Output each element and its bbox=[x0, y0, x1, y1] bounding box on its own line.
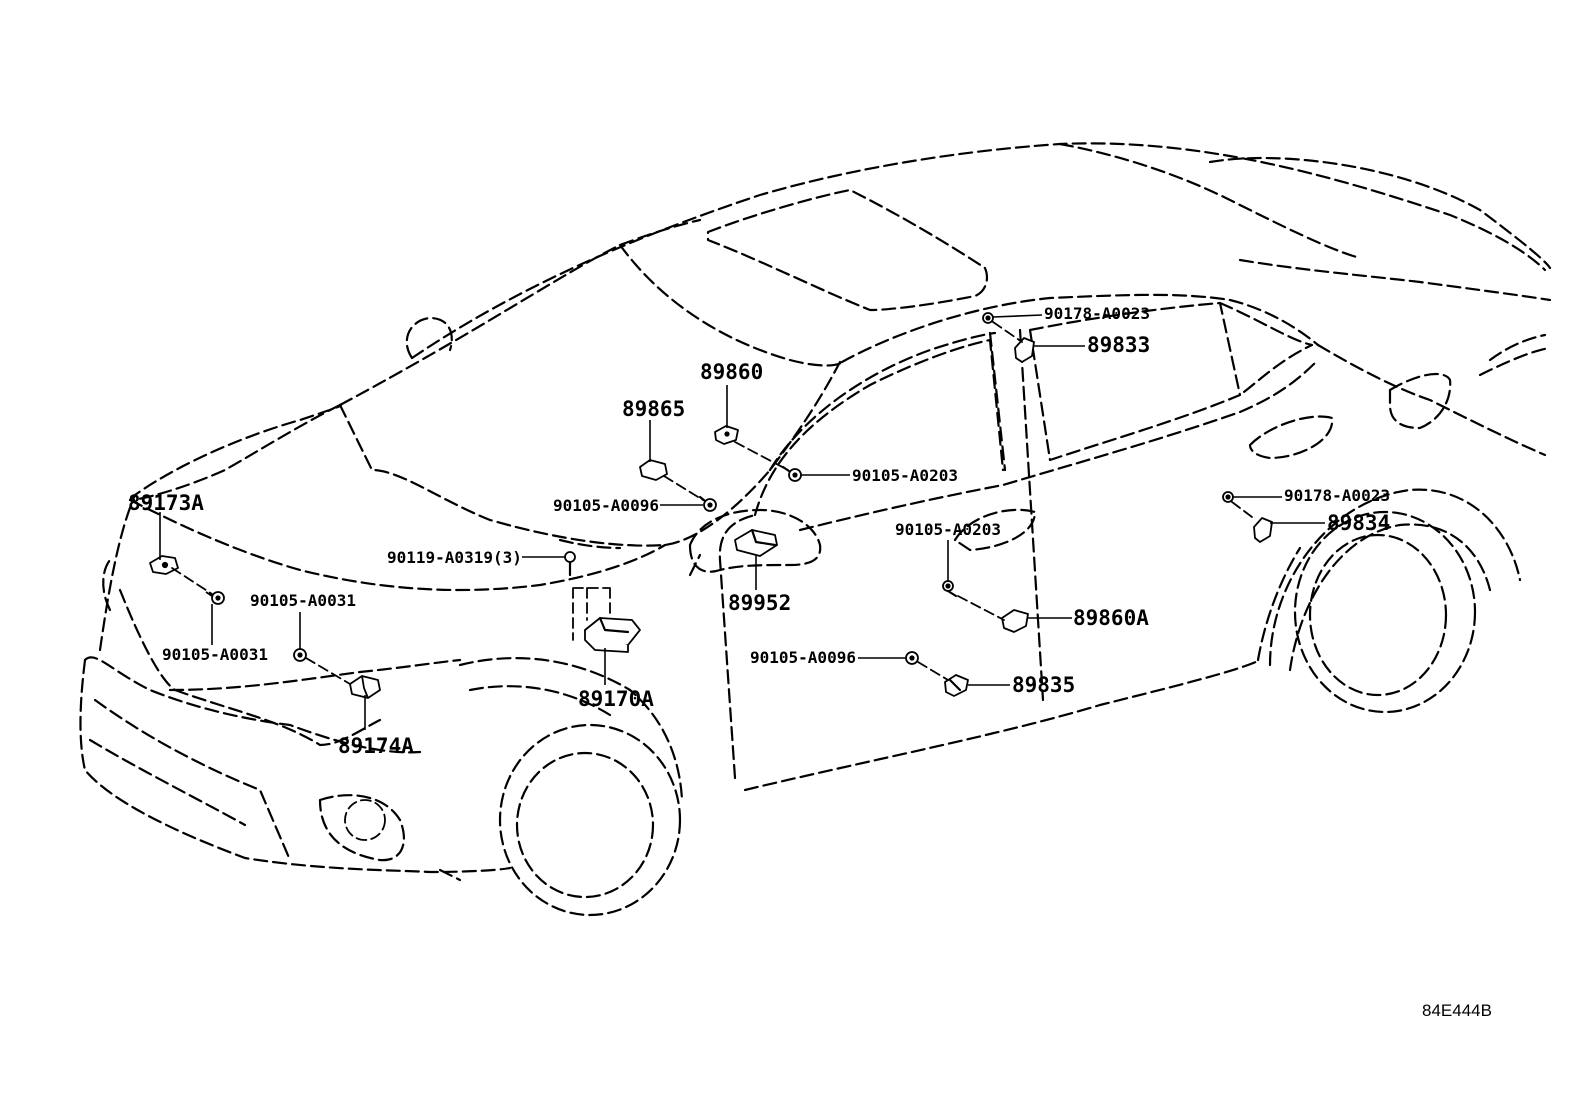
label-90119-A0319: 90119-A0319(3) bbox=[387, 548, 522, 567]
part-labels: 89173A 90105-A0031 90105-A0031 89174A 90… bbox=[128, 304, 1390, 758]
label-90105-A0096-upper: 90105-A0096 bbox=[553, 496, 659, 515]
label-89860A: 89860A bbox=[1073, 606, 1149, 630]
label-89834: 89834 bbox=[1327, 511, 1390, 535]
label-89833: 89833 bbox=[1087, 333, 1150, 357]
part-89865 bbox=[639, 459, 668, 481]
part-89174A bbox=[349, 675, 381, 699]
label-90178-A0023-lower: 90178-A0023 bbox=[1284, 486, 1390, 505]
label-90105-A0096-lower: 90105-A0096 bbox=[750, 648, 856, 667]
part-90105-A0031-lower bbox=[293, 648, 307, 662]
part-90105-A0203-upper bbox=[781, 465, 802, 482]
label-89952: 89952 bbox=[728, 591, 791, 615]
label-90178-A0023-upper: 90178-A0023 bbox=[1044, 304, 1150, 323]
part-90105-A0096-lower bbox=[905, 651, 919, 665]
leader-lines bbox=[159, 314, 1325, 730]
label-90105-A0031-upper: 90105-A0031 bbox=[250, 591, 356, 610]
part-89170A bbox=[572, 587, 641, 653]
part-90105-A0096-upper bbox=[698, 495, 717, 512]
label-89173A: 89173A bbox=[128, 491, 204, 515]
label-90105-A0031-lower: 90105-A0031 bbox=[162, 645, 268, 664]
label-89835: 89835 bbox=[1012, 673, 1075, 697]
illustration-code: 84E444B bbox=[1422, 1001, 1492, 1020]
part-90105-A0203-lower bbox=[942, 580, 958, 598]
label-89865: 89865 bbox=[622, 397, 685, 421]
parts bbox=[149, 312, 1273, 699]
part-90178-A0023-lower bbox=[1222, 491, 1234, 503]
part-89952 bbox=[734, 528, 778, 557]
part-89833 bbox=[1014, 337, 1035, 363]
part-89834 bbox=[1253, 517, 1273, 543]
car-outline bbox=[79, 142, 1552, 917]
part-90119-A0319 bbox=[564, 551, 576, 577]
part-89860 bbox=[714, 425, 739, 445]
label-90105-A0203-upper: 90105-A0203 bbox=[852, 466, 958, 485]
label-90105-A0203-lower: 90105-A0203 bbox=[895, 520, 1001, 539]
label-89860: 89860 bbox=[700, 360, 763, 384]
part-90105-A0031-upper bbox=[205, 591, 225, 605]
part-89835 bbox=[944, 674, 969, 697]
part-89173A bbox=[149, 555, 179, 575]
label-89170A: 89170A bbox=[578, 687, 654, 711]
part-89860A bbox=[1001, 609, 1029, 633]
part-90178-A0023-upper bbox=[982, 312, 994, 324]
label-89174A: 89174A bbox=[338, 734, 414, 758]
